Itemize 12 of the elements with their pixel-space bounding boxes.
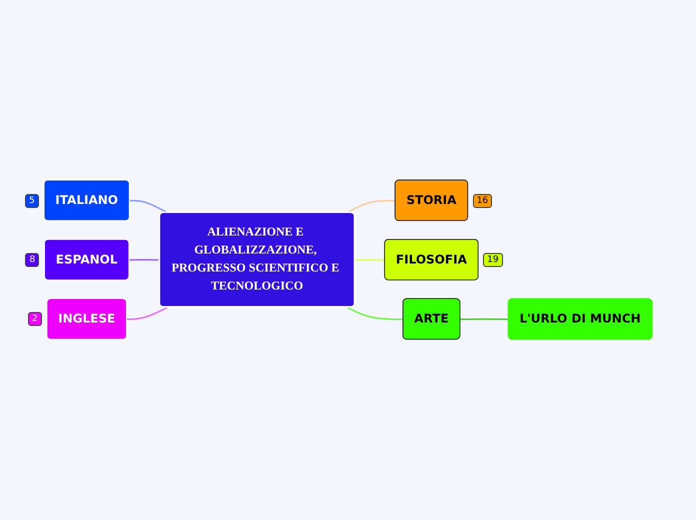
count-badge: 19 — [483, 252, 503, 267]
connector — [346, 200, 396, 214]
connector — [460, 318, 509, 320]
connector — [354, 259, 386, 262]
connector — [130, 200, 168, 214]
connector — [346, 307, 404, 320]
count-badge: 16 — [472, 194, 492, 208]
connector — [129, 259, 160, 262]
count-badge: 2 — [28, 312, 42, 326]
count-badge: 8 — [25, 252, 40, 267]
count-badge: 5 — [25, 194, 39, 208]
connector — [126, 307, 168, 320]
